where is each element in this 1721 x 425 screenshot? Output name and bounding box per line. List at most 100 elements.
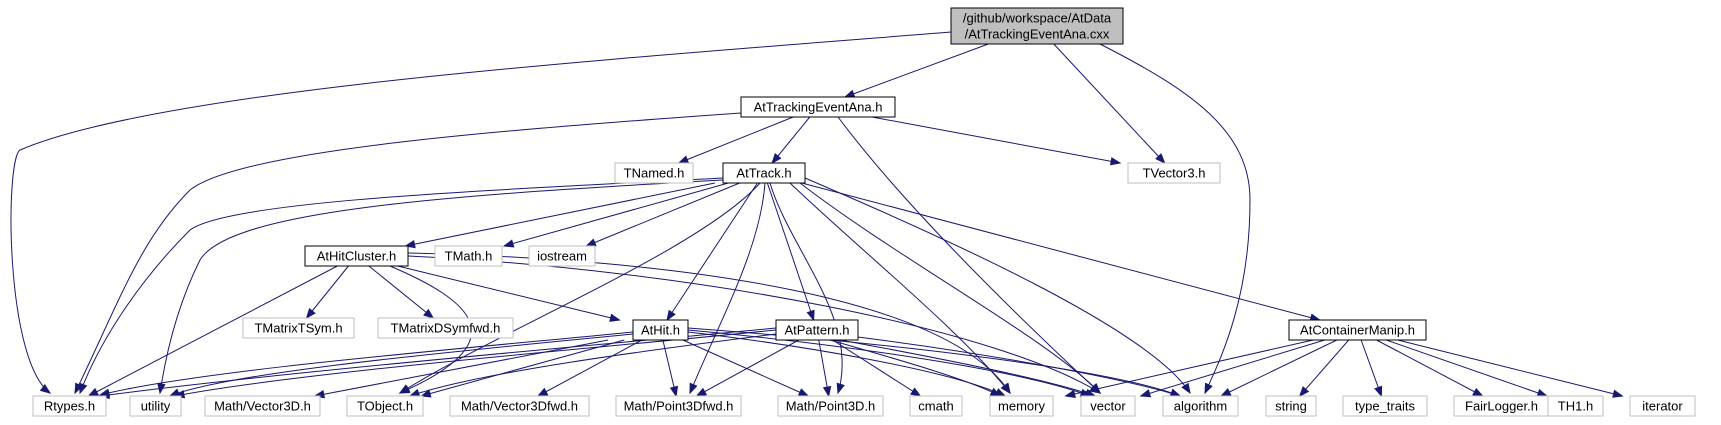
edge-attrack-to-rtypes — [79, 177, 724, 395]
arrowhead — [836, 382, 845, 395]
edge-athit-to-mathvector3dfwd — [536, 339, 643, 397]
node-ana-h[interactable]: AtTrackingEventAna.h — [740, 96, 896, 118]
node-label: Rtypes.h — [44, 399, 95, 414]
arrowhead — [689, 382, 698, 395]
node-string: string — [1265, 395, 1317, 417]
node-tvector3: TVector3.h — [1127, 162, 1221, 184]
node-box — [989, 395, 1054, 417]
node-label: Math/Vector3D.h — [214, 399, 311, 414]
node-label: /github/workspace/AtData — [963, 11, 1112, 26]
node-box — [775, 319, 859, 341]
arrowhead — [1472, 387, 1484, 397]
node-label: iostream — [537, 249, 587, 264]
arrowhead — [1155, 153, 1166, 165]
node-th1: TH1.h — [1547, 395, 1604, 417]
node-label: string — [1275, 399, 1307, 414]
arrowhead — [1536, 388, 1549, 397]
edge-athitcluster-to-tmatrixtsym — [305, 265, 349, 320]
arrowhead — [822, 385, 832, 398]
node-box — [740, 96, 896, 118]
node-label: Math/Point3Dfwd.h — [624, 399, 734, 414]
node-atpattern[interactable]: AtPattern.h — [775, 319, 859, 341]
arrowhead — [39, 383, 52, 394]
node-type-traits: type_traits — [1342, 395, 1428, 417]
edge-root-to-ana_h — [843, 43, 989, 98]
edge-atpattern-to-memory — [829, 339, 1002, 397]
arrowhead — [419, 389, 432, 398]
node-box — [632, 319, 689, 341]
node-box — [129, 395, 182, 417]
edge-athit-to-algorithm — [687, 327, 1182, 397]
node-cmath: cmath — [909, 395, 963, 417]
node-utility: utility — [129, 395, 182, 417]
node-label: TH1.h — [1558, 399, 1593, 414]
node-box — [1127, 162, 1221, 184]
arrowhead — [585, 238, 597, 247]
node-iostream: iostream — [528, 245, 596, 267]
edge-attrack-to-tmath — [502, 182, 729, 248]
node-box — [615, 395, 742, 417]
arrowhead — [305, 307, 316, 320]
node-label: AtContainerManip.h — [1300, 323, 1415, 338]
arrowhead — [502, 239, 515, 248]
edge-root-to-rtypes — [10, 31, 952, 394]
node-vector: vector — [1080, 395, 1136, 417]
edge-atpattern-to-cmath — [832, 339, 922, 397]
edge-attrack-to-athit — [666, 182, 758, 322]
node-box — [1342, 395, 1428, 417]
node-label: FairLogger.h — [1465, 399, 1538, 414]
edge-atcontainermanip-to-iterator — [1397, 339, 1624, 398]
edge-attrack-to-mathpoint3d — [769, 182, 845, 395]
node-tnamed: TNamed.h — [614, 162, 694, 184]
node-label: Math/Vector3Dfwd.h — [461, 399, 578, 414]
node-tmatrixdsymfwd: TMatrixDSymfwd.h — [377, 317, 514, 339]
edge-attrack-to-mathpoint3dfwd — [689, 182, 766, 395]
arrowhead — [408, 388, 421, 397]
arrowhead — [609, 313, 621, 322]
edge-attrack-to-atpattern — [766, 182, 815, 322]
edge-attrack-to-vector — [799, 182, 1101, 395]
node-label: TMatrixTSym.h — [254, 321, 342, 336]
arrowhead — [910, 387, 922, 397]
edge-atcontainermanip-to-type_traits — [1360, 339, 1383, 398]
node-athitcluster[interactable]: AtHitCluster.h — [304, 245, 409, 267]
node-label: AtPattern.h — [784, 323, 849, 338]
node-atcontainermanip[interactable]: AtContainerManip.h — [1288, 319, 1427, 341]
node-box — [1547, 395, 1604, 417]
arrowhead — [1181, 382, 1191, 395]
node-label: cmath — [918, 399, 953, 414]
node-box — [528, 245, 596, 267]
node-box — [950, 7, 1124, 45]
arrowhead — [1139, 389, 1152, 398]
node-box — [1629, 395, 1696, 417]
arrowhead — [669, 385, 679, 398]
edges-layer — [10, 31, 1624, 399]
arrowhead — [398, 385, 411, 394]
node-box — [32, 395, 107, 417]
node-tmatrixtsym: TMatrixTSym.h — [242, 317, 355, 339]
node-label: /AtTrackingEventAna.cxx — [965, 27, 1110, 42]
edge-attrack-to-iostream — [585, 182, 740, 247]
node-label: Math/Point3D.h — [786, 399, 876, 414]
node-root[interactable]: /github/workspace/AtData/AtTrackingEvent… — [950, 7, 1124, 45]
node-box — [1080, 395, 1136, 417]
node-label: algorithm — [1174, 399, 1227, 414]
node-box — [449, 395, 590, 417]
arrowhead — [695, 387, 708, 397]
node-box — [722, 162, 806, 184]
edge-athitcluster-to-rtypes — [87, 265, 338, 397]
node-athit[interactable]: AtHit.h — [632, 319, 689, 341]
edge-ana_h-to-tvector3 — [871, 116, 1122, 166]
node-attrack[interactable]: AtTrack.h — [722, 162, 806, 184]
edge-atcontainermanip-to-vector — [1139, 339, 1325, 398]
node-box — [1288, 319, 1427, 341]
edge-atcontainermanip-to-string — [1298, 339, 1350, 398]
edge-athitcluster-to-tmatrixdsymfwd — [368, 265, 435, 319]
edge-atcontainermanip-to-memory — [1064, 339, 1314, 399]
node-label: AtHitCluster.h — [317, 249, 396, 264]
arrowhead — [797, 388, 810, 397]
edge-root-to-tvector3 — [1053, 43, 1166, 165]
node-box — [434, 245, 503, 267]
arrowhead — [771, 152, 782, 165]
node-fairlogger: FairLogger.h — [1453, 395, 1550, 417]
